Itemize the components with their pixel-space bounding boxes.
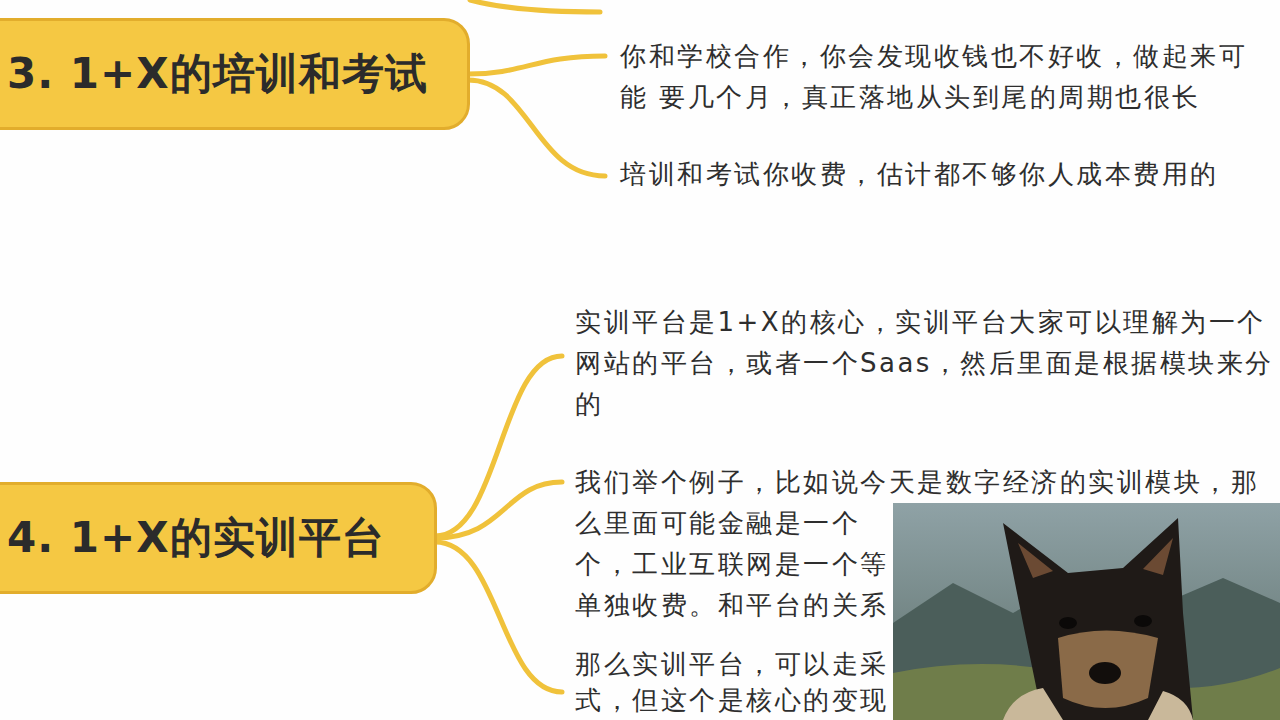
photo-ground [893,503,1280,720]
branch-note: 那么实训平台，可以走采 式，但这个是核心的变现 [575,646,1275,720]
dog-photo [893,503,1280,720]
dog-head [1003,518,1193,720]
dog-eye [1059,617,1077,629]
topic-tag: 4. 1+X的实训平台 [0,482,437,594]
dog-chest [1003,688,1193,720]
dog-nose [1089,662,1121,684]
branch-note: 我们举个例子，比如说今天是数字经济的实训模块，那么里面可能金融是一个 个，工业互… [575,462,1275,720]
topic-title: 4. 1+X的实训平台 [7,510,385,566]
topic-title: 3. 1+X的培训和考试 [7,46,428,102]
branch-note: 实训平台是1+X的核心，实训平台大家可以理解为一个网站的平台，或者一个Saas，… [575,302,1275,425]
branch-line [468,56,605,74]
dog-muzzle [1058,631,1158,709]
branch-line [435,482,562,538]
branch-line [468,80,605,176]
branch-line [435,356,562,536]
branch-line [470,0,600,12]
branch-note: 培训和考试你收费，估计都不够你人成本费用的 [620,154,1275,195]
dog-eye [1134,615,1152,627]
branch-line [435,542,562,692]
topic-tag: 3. 1+X的培训和考试 [0,18,470,130]
branch-note: 你和学校合作，你会发现收钱也不好收，做起来可 能 要几个月，真正落地从头到尾的周… [620,36,1275,118]
dog-ear-inner [1018,538,1173,578]
